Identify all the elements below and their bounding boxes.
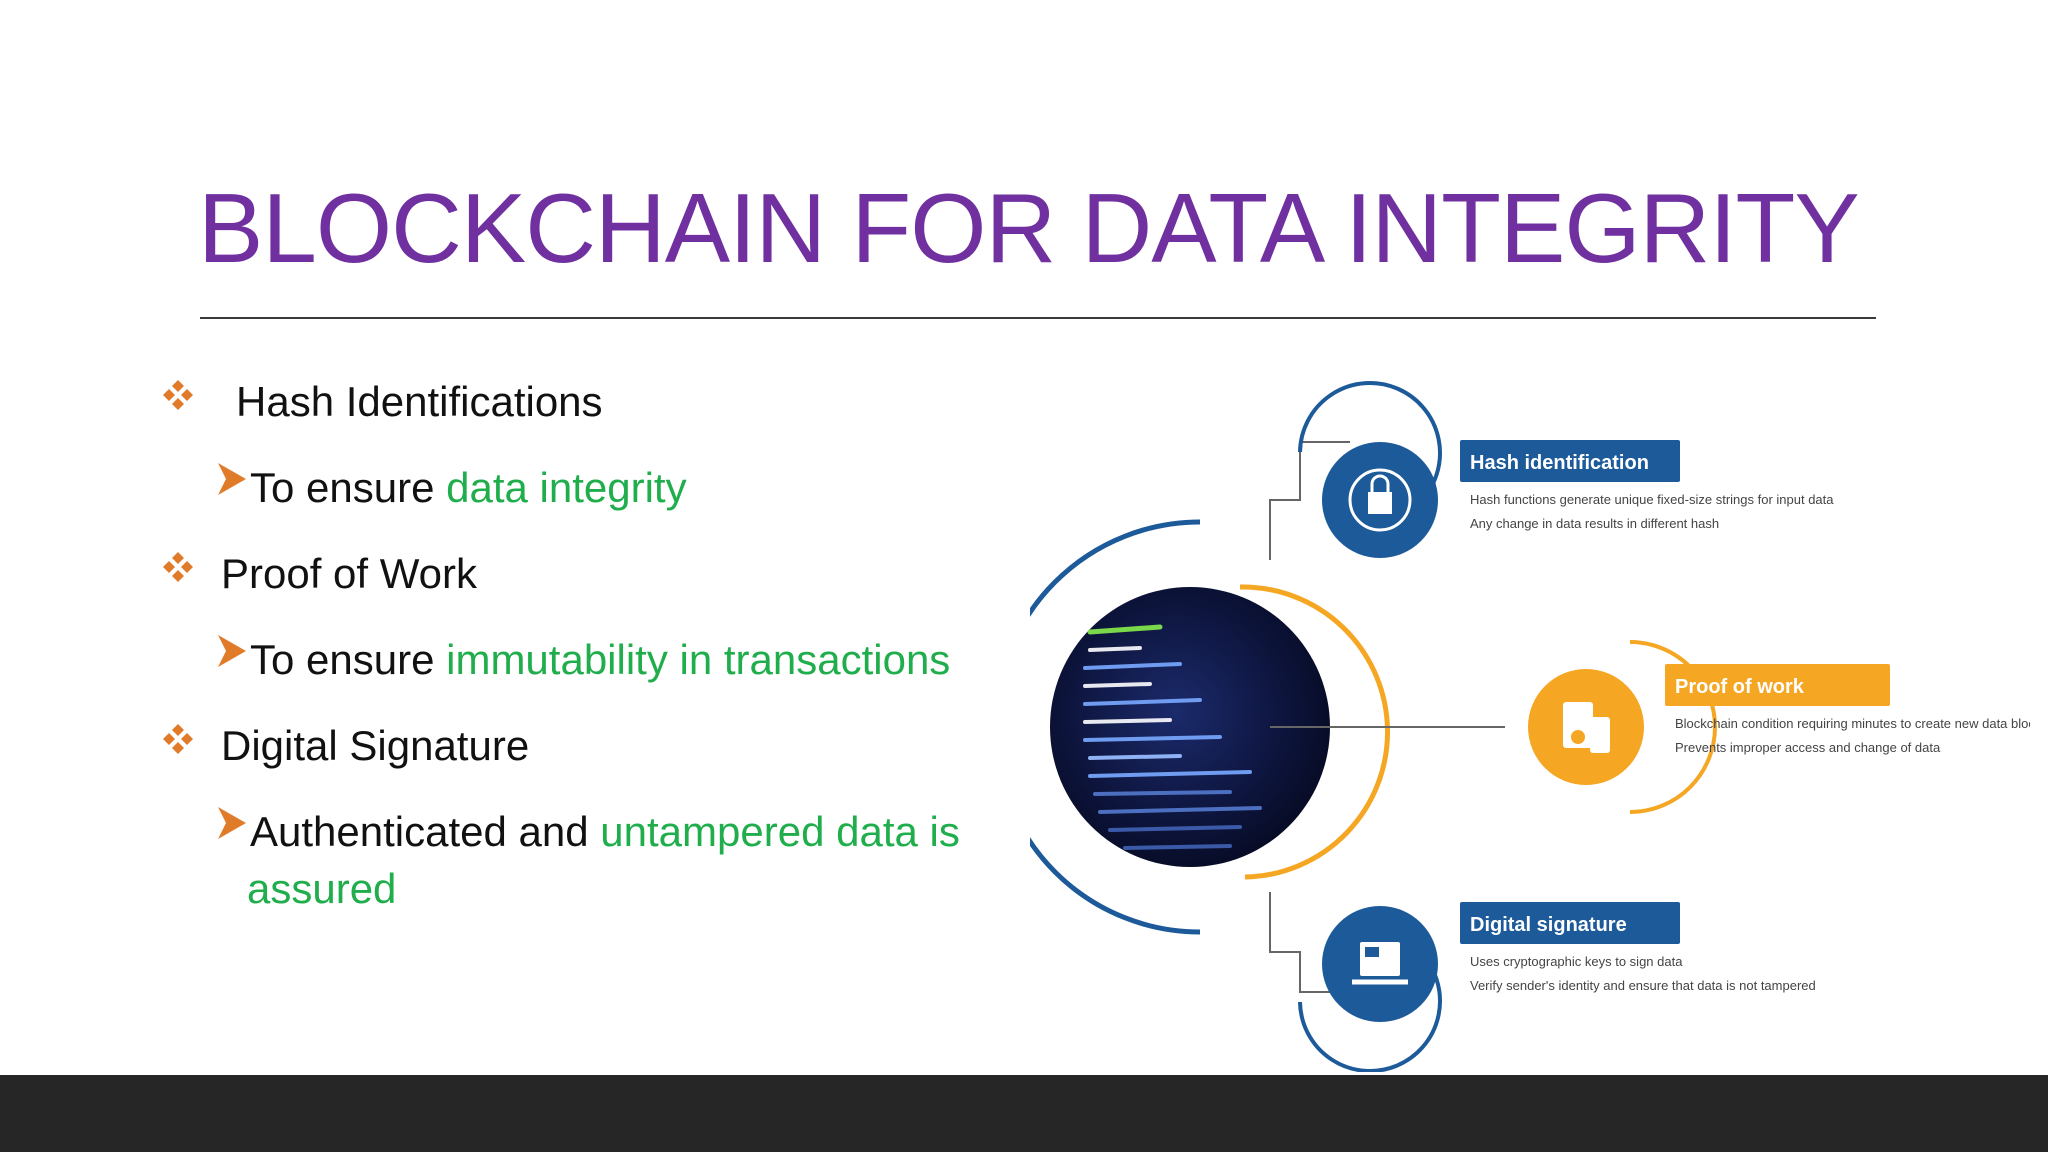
sub-prefix: Authenticated and (250, 808, 601, 855)
diamond-bullet-icon (163, 724, 193, 754)
bullet-hash-heading: Hash Identifications (236, 378, 603, 425)
signature-point-2: Verify sender's identity and ensure that… (1470, 978, 1816, 993)
pow-point-2: Prevents improper access and change of d… (1675, 740, 1941, 755)
code-screen-image (1030, 519, 1390, 935)
pow-point-1: Blockchain condition requiring minutes t… (1675, 716, 2030, 731)
sub-highlight: untampered data is (600, 808, 960, 855)
diamond-bullet-icon (163, 380, 193, 410)
arrow-bullet-icon (218, 463, 246, 495)
hash-identification-node: Hash identification Hash functions gener… (1298, 381, 1834, 558)
coin-stack-icon (1563, 702, 1610, 753)
connector-lines (1269, 441, 1505, 993)
title-divider (200, 317, 1876, 319)
arrow-bullet-icon (218, 807, 246, 839)
hash-point-1: Hash functions generate unique fixed-siz… (1470, 492, 1834, 507)
bullet-hash-sub: To ensure data integrity (250, 460, 687, 516)
blockchain-infographic: Hash identification Hash functions gener… (1030, 332, 2030, 1072)
hash-label: Hash identification (1470, 452, 1649, 474)
document-sign-icon (1352, 942, 1408, 985)
sub-prefix: To ensure (250, 636, 447, 683)
footer-bar (0, 1075, 2048, 1152)
sub-highlight: data integrity (446, 464, 687, 511)
bullet-pow-heading: Proof of Work (221, 550, 477, 597)
sub-prefix: To ensure (250, 464, 447, 511)
pow-label: Proof of work (1675, 676, 1805, 698)
digital-signature-node: Digital signature Uses cryptographic key… (1298, 902, 1816, 1072)
lock-icon (1348, 468, 1412, 532)
proof-of-work-node: Proof of work Blockchain condition requi… (1528, 640, 2030, 814)
sub-highlight: immutability in transactions (446, 636, 951, 683)
slide-title: BLOCKCHAIN FOR DATA INTEGRITY (198, 173, 1860, 283)
signature-point-1: Uses cryptographic keys to sign data (1470, 954, 1683, 969)
bullet-signature-heading: Digital Signature (221, 722, 530, 769)
signature-label: Digital signature (1470, 914, 1627, 936)
hash-point-2: Any change in data results in different … (1470, 516, 1719, 531)
bullet-signature-sub-cont: assured (247, 865, 397, 912)
arrow-bullet-icon (218, 635, 246, 667)
bullet-signature-sub: Authenticated and untampered data is (250, 804, 960, 860)
bullet-pow-sub: To ensure immutability in transactions (250, 632, 950, 688)
diamond-bullet-icon (163, 552, 193, 582)
